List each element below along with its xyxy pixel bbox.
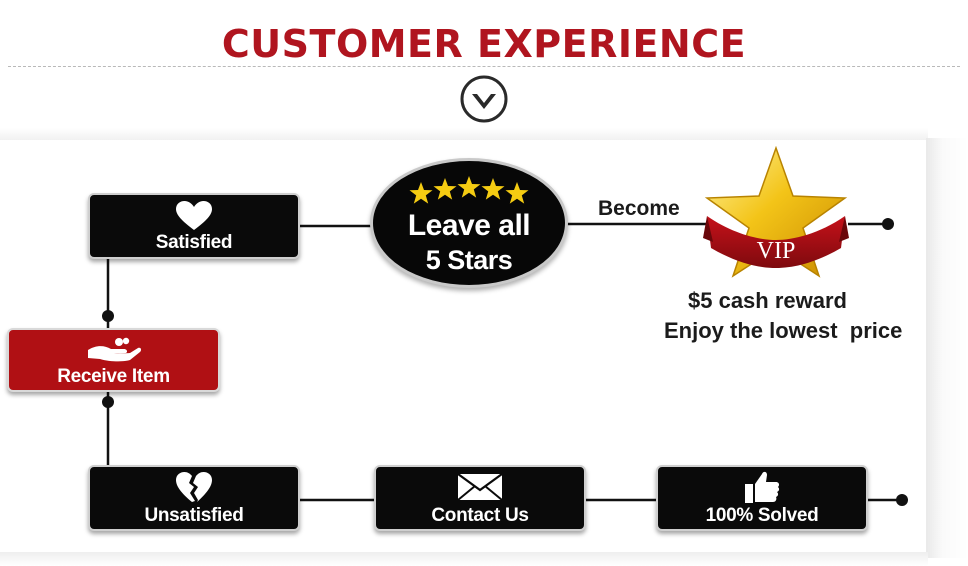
- thumbs-up-icon: [745, 471, 780, 503]
- stars-line-1: Leave all: [407, 209, 531, 242]
- unsatisfied-label: Unsatisfied: [144, 505, 244, 526]
- title-divider: [8, 66, 960, 67]
- panel-top-edge: [0, 128, 928, 140]
- hand-icon: [87, 337, 141, 362]
- broken-heart-icon: [176, 472, 212, 502]
- lowest-price-text: Enjoy the lowest price: [664, 318, 903, 343]
- unsatisfied-box: Unsatisfied: [88, 465, 300, 531]
- leave-stars-oval: Leave all 5 Stars: [370, 158, 568, 288]
- solved-box: 100% Solved: [656, 465, 868, 531]
- vip-label: VIP: [757, 238, 796, 264]
- page-title: CUSTOMER EXPERIENCE: [221, 22, 747, 66]
- heart-icon: [176, 201, 212, 230]
- satisfied-label: Satisfied: [155, 232, 233, 253]
- solved-label: 100% Solved: [705, 505, 819, 526]
- cash-reward-text: $5 cash reward: [688, 288, 847, 313]
- panel-bottom-edge: [0, 552, 928, 566]
- receive-item-label: Receive Item: [57, 366, 170, 387]
- envelope-icon: [457, 473, 503, 501]
- contact-us-label: Contact Us: [431, 505, 529, 526]
- receive-item-box: Receive Item: [7, 328, 220, 392]
- satisfied-box: Satisfied: [88, 193, 300, 259]
- panel-right-edge: [926, 138, 968, 558]
- stars-line-2: 5 Stars: [425, 245, 513, 275]
- contact-us-box: Contact Us: [374, 465, 586, 531]
- gold-star-icon: VIP: [703, 146, 849, 278]
- five-stars-icon: [409, 176, 529, 204]
- chevron-down-circle-icon: [460, 75, 508, 123]
- become-label: Become: [598, 197, 680, 220]
